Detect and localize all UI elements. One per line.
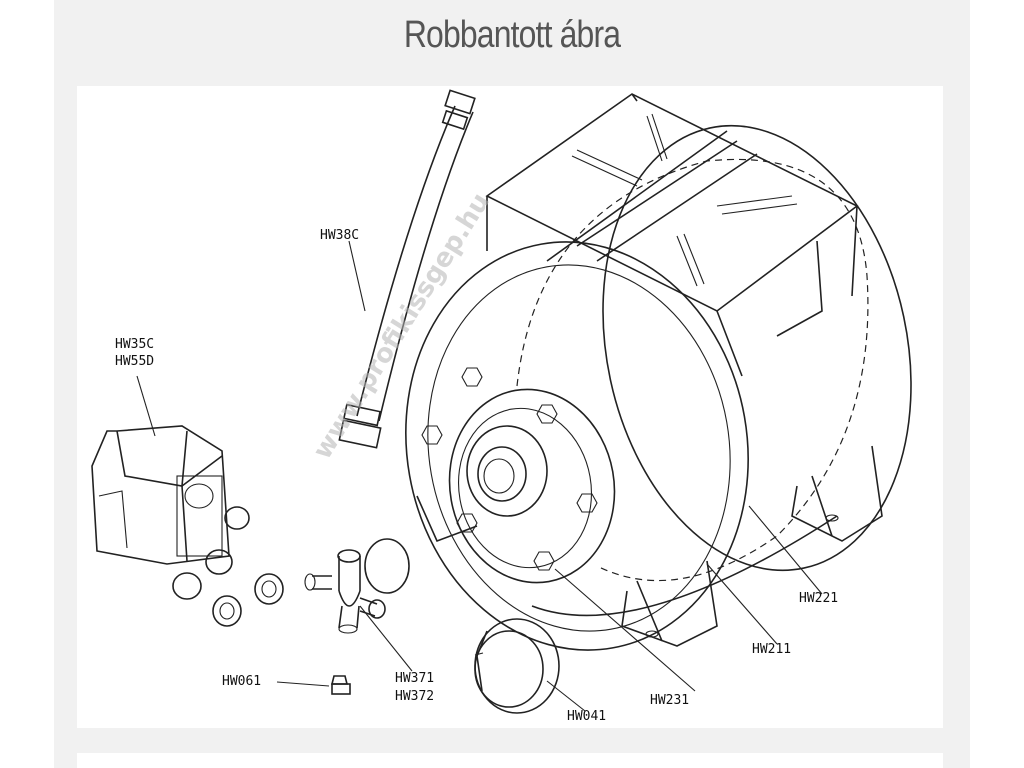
label-hw371: HW371 bbox=[395, 671, 434, 686]
flexible-hose bbox=[338, 89, 476, 449]
pressure-tank bbox=[405, 93, 912, 651]
label-hw041: HW041 bbox=[567, 709, 606, 724]
label-hw55d: HW55D bbox=[115, 354, 154, 369]
next-content-box bbox=[77, 753, 943, 768]
exploded-diagram-svg: HW38C HW35C HW55D HW061 HW371 HW372 HW04… bbox=[91, 89, 912, 724]
page-title: Robbantott ábra bbox=[403, 14, 621, 56]
exploded-diagram: HW38C HW35C HW55D HW061 HW371 HW372 HW04… bbox=[77, 86, 943, 728]
five-way-connector bbox=[304, 538, 410, 634]
pressure-switch bbox=[91, 425, 284, 627]
label-hw221: HW221 bbox=[799, 591, 838, 606]
leader-lines bbox=[136, 240, 823, 712]
label-hw372: HW372 bbox=[395, 689, 434, 704]
label-hw35c: HW35C bbox=[115, 337, 154, 352]
label-hw38c: HW38C bbox=[320, 228, 359, 243]
label-hw211: HW211 bbox=[752, 642, 791, 657]
pressure-gauge bbox=[474, 618, 560, 714]
label-hw231: HW231 bbox=[650, 693, 689, 708]
plug-fitting bbox=[330, 675, 351, 695]
label-hw061: HW061 bbox=[222, 674, 261, 689]
